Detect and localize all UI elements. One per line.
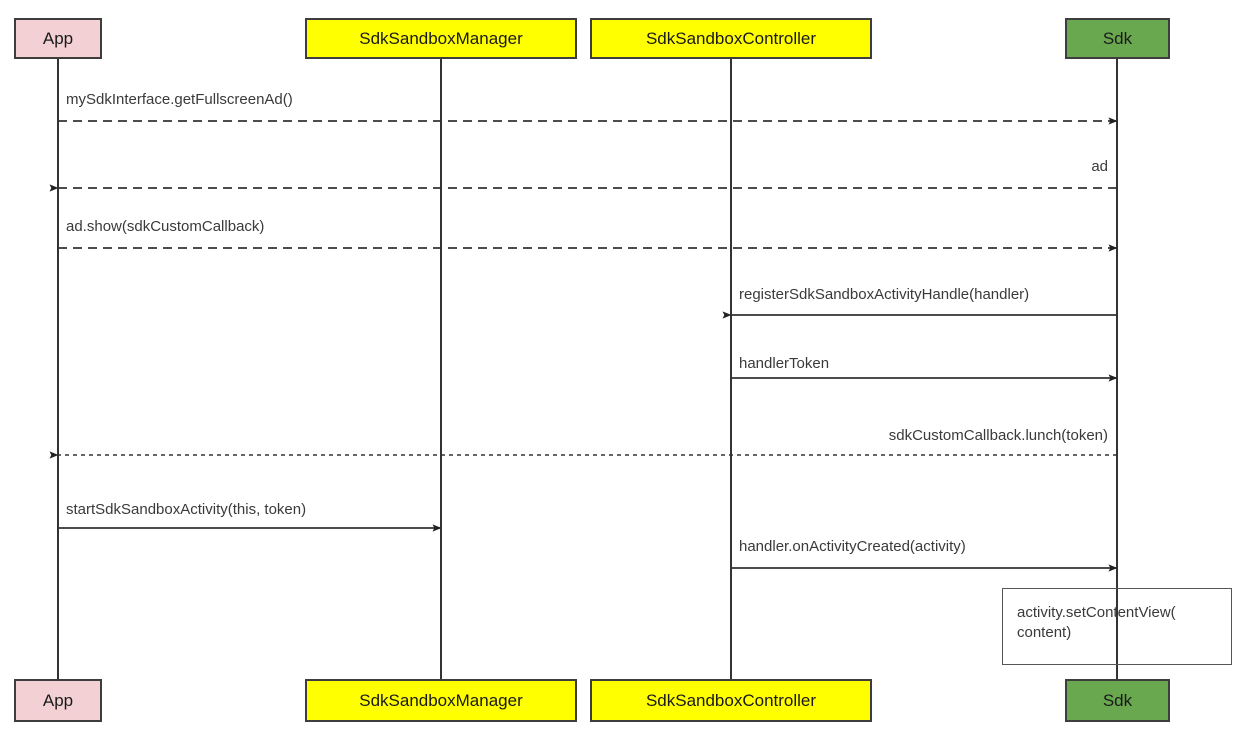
participant-head-manager[interactable]: SdkSandboxManager — [305, 18, 577, 59]
message-label-m5: handlerToken — [739, 355, 830, 372]
participant-label: Sdk — [1102, 28, 1133, 48]
participant-label: SdkSandboxManager — [359, 690, 523, 710]
message-label-m7: startSdkSandboxActivity(this, token) — [66, 501, 307, 518]
message-label-m3: ad.show(sdkCustomCallback) — [66, 218, 265, 235]
note-line-2: content) — [1017, 624, 1072, 641]
lifelines-group — [57, 59, 1118, 679]
participant-label: App — [42, 690, 74, 710]
participant-foot-app[interactable]: App — [14, 679, 102, 722]
note-activity-setcontentview: activity.setContentView( content) — [1002, 588, 1232, 665]
message-label-m6: sdkCustomCallback.lunch(token) — [888, 427, 1108, 444]
message-label-m8: handler.onActivityCreated(activity) — [739, 538, 966, 555]
messages-group — [49, 117, 1118, 572]
participant-foot-sdk[interactable]: Sdk — [1065, 679, 1170, 722]
note-line-1: activity.setContentView( — [1017, 604, 1176, 621]
participant-head-controller[interactable]: SdkSandboxController — [590, 18, 872, 59]
message-label-m1: mySdkInterface.getFullscreenAd() — [66, 91, 293, 108]
message-label-m2: ad — [1091, 158, 1108, 175]
participant-head-sdk[interactable]: Sdk — [1065, 18, 1170, 59]
message-label-m4: registerSdkSandboxActivityHandle(handler… — [739, 286, 1030, 303]
participant-label: SdkSandboxController — [645, 28, 817, 48]
participant-label: SdkSandboxManager — [359, 28, 523, 48]
participant-foot-controller[interactable]: SdkSandboxController — [590, 679, 872, 722]
participant-label: SdkSandboxController — [645, 690, 817, 710]
participant-label: Sdk — [1102, 690, 1133, 710]
participant-head-app[interactable]: App — [14, 18, 102, 59]
participant-label: App — [42, 28, 74, 48]
participant-foot-manager[interactable]: SdkSandboxManager — [305, 679, 577, 722]
